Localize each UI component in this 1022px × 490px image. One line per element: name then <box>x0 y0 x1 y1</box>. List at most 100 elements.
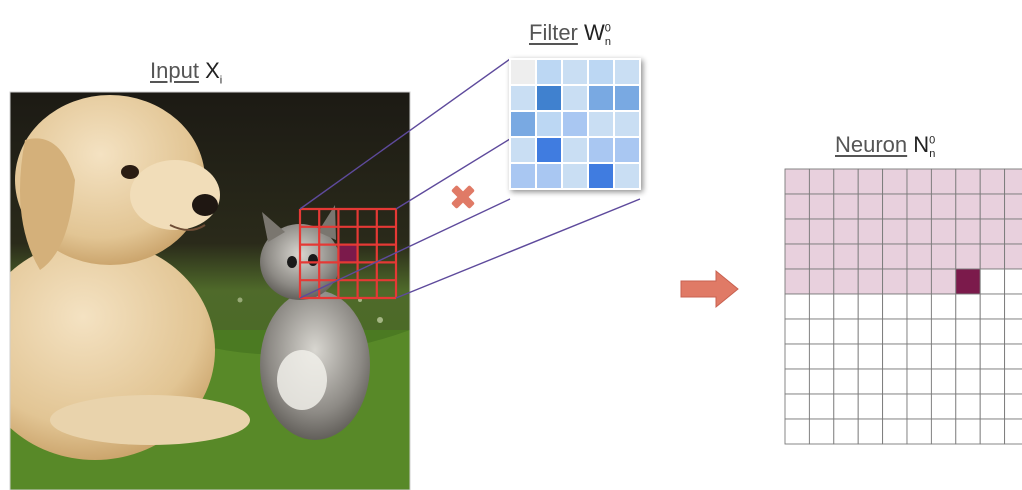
neuron-cell <box>784 293 810 320</box>
neuron-cell <box>808 368 835 395</box>
neuron-cell <box>808 393 835 420</box>
neuron-cell <box>906 218 932 245</box>
filter-weight-cell <box>589 60 613 84</box>
connector-line-top-left <box>299 58 511 210</box>
neuron-cell <box>979 218 1006 245</box>
neuron-cell <box>955 393 981 420</box>
neuron-cell <box>930 343 957 370</box>
neuron-cell <box>930 268 957 295</box>
neuron-cell <box>979 343 1006 370</box>
filter-weight-cell <box>511 86 535 110</box>
neuron-cell <box>955 318 981 345</box>
input-label-subscript: i <box>219 74 223 87</box>
filter-weight-cell <box>537 60 561 84</box>
neuron-cell <box>955 368 981 395</box>
neuron-cell <box>930 218 957 245</box>
neuron-cell <box>979 243 1006 270</box>
filter-label-superscript: 0 <box>604 22 611 35</box>
neuron-cell <box>857 243 884 270</box>
filter-weight-cell <box>615 164 639 188</box>
neuron-cell <box>979 268 1006 295</box>
neuron-cell <box>808 343 835 370</box>
neuron-cell <box>808 418 835 445</box>
neuron-cell <box>906 393 932 420</box>
neuron-cell <box>955 193 981 220</box>
neuron-cell <box>955 243 981 270</box>
neuron-cell <box>882 368 908 395</box>
neuron-cell <box>1004 243 1022 270</box>
neuron-cell <box>955 218 981 245</box>
neuron-cell <box>1004 268 1022 295</box>
neuron-cell <box>808 193 835 220</box>
filter-weight-cell <box>589 164 613 188</box>
neuron-cell <box>906 268 932 295</box>
neuron-cell <box>882 218 908 245</box>
neuron-label-word: Neuron <box>835 132 908 157</box>
neuron-cell <box>1004 368 1022 395</box>
filter-weight-cell <box>511 60 535 84</box>
neuron-cell <box>906 368 932 395</box>
neuron-cell <box>906 318 932 345</box>
neuron-cell <box>833 343 859 370</box>
filter-weight-cell <box>563 164 587 188</box>
input-photo <box>10 92 410 490</box>
neuron-cell <box>784 343 810 370</box>
neuron-cell <box>784 243 810 270</box>
filter-weight-cell <box>511 138 535 162</box>
neuron-label-symbol: N <box>913 132 930 157</box>
neuron-cell <box>906 293 932 320</box>
neuron-cell <box>1004 168 1022 195</box>
neuron-cell <box>882 318 908 345</box>
neuron-cell <box>979 193 1006 220</box>
filter-weight-cell <box>589 112 613 136</box>
neuron-label-superscript: 0 <box>929 134 936 147</box>
neuron-cell <box>930 368 957 395</box>
neuron-cell <box>882 193 908 220</box>
filter-label-symbol: W <box>584 20 605 45</box>
neuron-cell <box>906 343 932 370</box>
neuron-cell <box>857 193 884 220</box>
neuron-cell <box>979 418 1006 445</box>
neuron-cell <box>930 193 957 220</box>
connector-line-bottom-right <box>395 198 641 299</box>
filter-weight-cell <box>615 86 639 110</box>
neuron-cell <box>833 393 859 420</box>
neuron-cell <box>833 243 859 270</box>
neuron-cell <box>906 418 932 445</box>
neuron-cell <box>857 343 884 370</box>
filter-label-subscript: n <box>604 36 612 49</box>
receptive-field-active-cell <box>338 244 358 263</box>
neuron-cell <box>1004 343 1022 370</box>
neuron-cell <box>930 243 957 270</box>
neuron-grid <box>784 168 1022 445</box>
neuron-cell <box>930 318 957 345</box>
neuron-cell <box>833 268 859 295</box>
neuron-cell <box>906 243 932 270</box>
neuron-cell <box>1004 318 1022 345</box>
neuron-cell <box>882 418 908 445</box>
filter-weight-cell <box>615 60 639 84</box>
neuron-cell <box>979 318 1006 345</box>
neuron-cell <box>857 393 884 420</box>
input-label: Input Xi <box>150 58 222 86</box>
neuron-cell <box>857 293 884 320</box>
neuron-cell <box>882 293 908 320</box>
filter-weight-cell <box>589 86 613 110</box>
neuron-cell <box>979 393 1006 420</box>
neuron-cell <box>833 168 859 195</box>
neuron-cell <box>906 193 932 220</box>
neuron-cell <box>857 318 884 345</box>
connector-line-bottom-left <box>299 198 511 299</box>
arrow-right-icon <box>680 269 739 309</box>
neuron-cell <box>857 368 884 395</box>
neuron-cell <box>857 268 884 295</box>
neuron-cell <box>784 218 810 245</box>
neuron-cell <box>1004 218 1022 245</box>
neuron-cell <box>1004 293 1022 320</box>
neuron-cell <box>857 418 884 445</box>
filter-weight-cell <box>537 86 561 110</box>
neuron-cell <box>882 268 908 295</box>
neuron-cell <box>955 168 981 195</box>
filter-matrix <box>509 58 641 190</box>
